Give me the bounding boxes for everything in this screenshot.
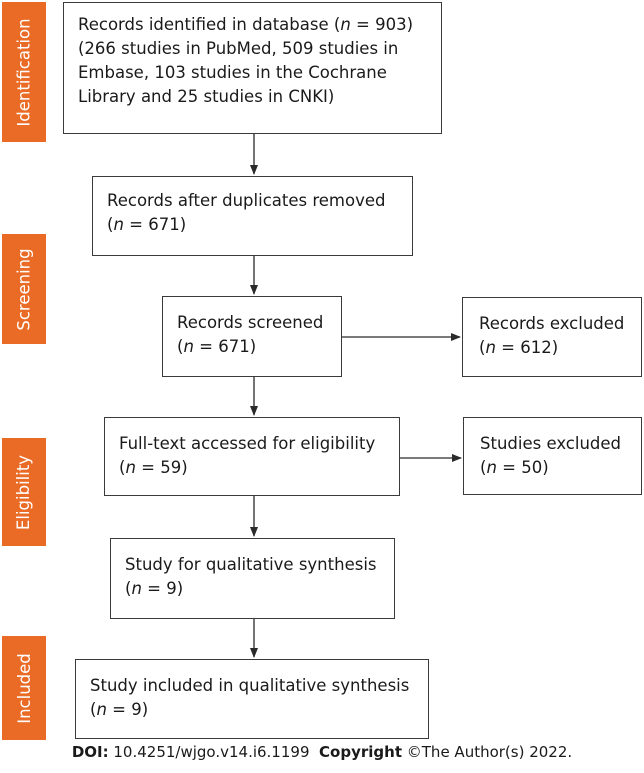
records-excluded-label: Records excluded (479, 314, 625, 333)
study-included-count: (n = 9) (90, 699, 149, 719)
stage-tab-screening: Screening (2, 234, 46, 344)
records-identified-line4: Library and 25 studies in CNKI) (78, 86, 335, 106)
box-duplicates-removed: Records after duplicates removed (n = 67… (92, 176, 413, 256)
box-fulltext-eligibility: Full-text accessed for eligibility (n = … (104, 417, 400, 496)
records-screened-label: Records screened (177, 313, 324, 332)
box-records-identified: Records identified in database (n = 903)… (63, 2, 442, 134)
box-studies-excluded: Studies excluded (n = 50) (463, 417, 642, 495)
studies-excluded-count: (n = 50) (480, 457, 549, 477)
studies-excluded-label: Studies excluded (480, 434, 621, 453)
records-identified-line1: Records identified in database (n = 903) (78, 15, 414, 34)
study-included-label: Study included in qualitative synthesis (90, 676, 410, 695)
duplicates-removed-count: (n = 671) (107, 214, 187, 234)
box-records-excluded: Records excluded (n = 612) (462, 297, 642, 377)
copyright-label: Copyright (319, 743, 402, 761)
doi-label: DOI: (71, 743, 109, 761)
records-identified-line3: Embase, 103 studies in the Cochrane (78, 62, 387, 82)
fulltext-eligibility-count: (n = 59) (119, 457, 188, 477)
records-screened-count: (n = 671) (177, 336, 257, 356)
doi-value: 10.4251/wjgo.v14.i6.1199 (108, 743, 310, 761)
qualitative-synthesis-count: (n = 9) (125, 578, 184, 598)
box-study-included: Study included in qualitative synthesis … (75, 659, 429, 739)
copyright-value: ©The Author(s) 2022. (402, 743, 573, 761)
box-qualitative-synthesis: Study for qualitative synthesis (n = 9) (110, 538, 395, 619)
box-records-screened: Records screened (n = 671) (162, 296, 342, 377)
stage-tab-eligibility: Eligibility (2, 438, 46, 546)
records-identified-line2: (266 studies in PubMed, 509 studies in (78, 38, 399, 58)
fulltext-eligibility-label: Full-text accessed for eligibility (119, 434, 376, 453)
stage-tab-identification: Identification (2, 2, 46, 142)
stage-tab-included: Included (2, 636, 46, 740)
citation-footer: DOI: 10.4251/wjgo.v14.i6.1199 Copyright … (0, 743, 644, 761)
records-excluded-count: (n = 612) (479, 337, 559, 357)
duplicates-removed-label: Records after duplicates removed (107, 191, 386, 210)
qualitative-synthesis-label: Study for qualitative synthesis (125, 555, 377, 574)
